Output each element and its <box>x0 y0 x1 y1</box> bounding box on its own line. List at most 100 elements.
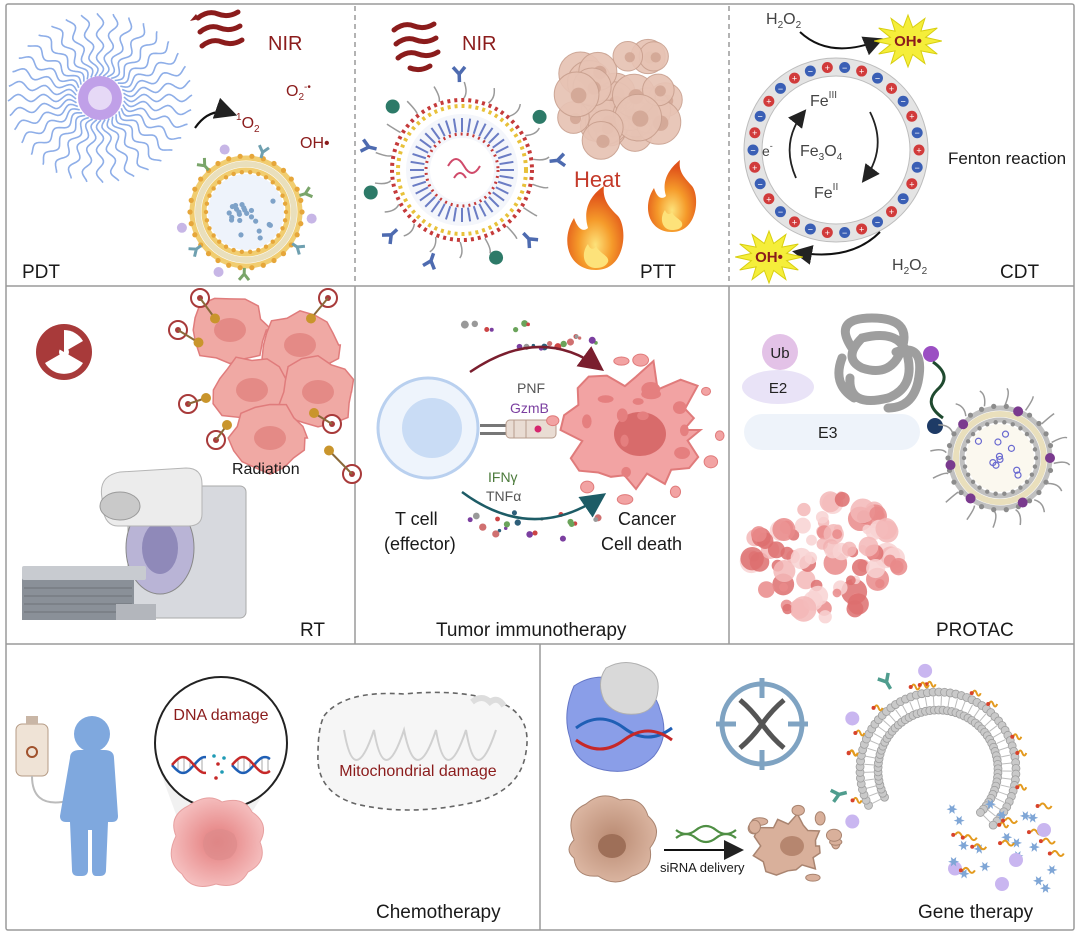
svg-text:+: + <box>859 224 864 234</box>
cytokine-dots-bottom <box>468 510 602 541</box>
svg-text:−: − <box>778 84 783 94</box>
ptt-nir-waves-icon <box>394 24 438 70</box>
svg-text:−: − <box>842 228 847 238</box>
fenton-reaction-label: Fenton reaction <box>948 149 1066 168</box>
svg-text:+: + <box>792 217 797 227</box>
target-cell-illustration <box>569 796 657 882</box>
gzmb-label: GzmB <box>510 400 549 416</box>
h2o2-bottom-label: H2O2 <box>892 257 928 277</box>
pdt-nir-label: NIR <box>268 33 302 55</box>
tumor-cell-illustration <box>171 798 263 887</box>
crispr-protein-illustration <box>567 662 672 771</box>
singlet-oxygen-label: 1O2 <box>236 112 260 135</box>
cdt-top-arrow <box>800 32 880 48</box>
liposome-illustration <box>177 145 317 281</box>
svg-text:−: − <box>915 163 920 173</box>
svg-text:−: − <box>875 217 880 227</box>
svg-text:+: + <box>825 63 830 73</box>
radiation-icon <box>36 324 92 380</box>
e2-ligase-icon: E2 <box>742 370 814 404</box>
svg-text:OH•: OH• <box>894 33 922 50</box>
cell-death-label: Cell death <box>601 534 682 554</box>
cdt-panel: H2O2 OH• +−+−+−+−+−+−+−+−+−+−+−+−+−+−+− … <box>735 11 1066 283</box>
ptt-panel-label: PTT <box>640 262 676 283</box>
target-protein-illustration <box>839 318 920 408</box>
svg-text:E2: E2 <box>769 380 787 397</box>
h2o2-top-label: H2O2 <box>766 11 802 31</box>
t-cell-sublabel: (effector) <box>384 534 456 554</box>
mitochondrial-damage-label: Mitochondrial damage <box>339 763 497 780</box>
sirna-delivery-label: siRNA delivery <box>660 860 745 875</box>
warhead-icon <box>923 346 939 362</box>
svg-text:−: − <box>750 146 755 156</box>
svg-text:−: − <box>778 207 783 217</box>
protac-liposome-illustration <box>930 388 1069 527</box>
irradiated-cells-illustration <box>169 289 361 483</box>
heat-label: Heat <box>574 167 620 192</box>
hydroxyl-label: OH• <box>300 135 330 152</box>
svg-text:+: + <box>825 228 830 238</box>
nanoparticle-illustration <box>361 67 566 270</box>
immunotherapy-panel: PNF GzmB IFNγ TNFα T cell (effector) Can… <box>378 320 724 641</box>
svg-text:Ub: Ub <box>770 345 789 362</box>
e3-binder-icon <box>927 418 943 434</box>
svg-text:E3: E3 <box>818 425 838 442</box>
cancer-cell-illustration <box>547 354 724 504</box>
lipid-nanoparticle-illustration <box>831 664 1027 876</box>
pdt-arrow <box>195 112 233 128</box>
chemotherapy-panel-label: Chemotherapy <box>376 902 501 923</box>
svg-text:OH•: OH• <box>755 249 783 266</box>
svg-text:+: + <box>859 67 864 77</box>
svg-text:+: + <box>766 194 771 204</box>
pdt-panel: NIR O2-• 1O2 OH• PDT <box>8 12 330 283</box>
rt-panel-label: RT <box>300 620 325 641</box>
svg-text:+: + <box>889 207 894 217</box>
radiation-label: Radiation <box>232 461 300 478</box>
secretion-arrow <box>470 347 600 372</box>
degraded-protein-aggregate <box>740 491 908 623</box>
gene-therapy-panel: siRNA delivery Gene therapy <box>567 662 1064 923</box>
tnfa-label: TNFα <box>486 488 521 504</box>
t-cell-label: T cell <box>395 509 438 529</box>
cytokine-arrow <box>462 492 602 519</box>
ptt-panel: NIR Heat PTT <box>361 24 697 283</box>
flame-icon <box>567 186 623 270</box>
svg-text:−: − <box>808 67 813 77</box>
gene-therapy-panel-label: Gene therapy <box>918 902 1034 923</box>
svg-text:−: − <box>758 112 763 122</box>
cdt-panel-label: CDT <box>1000 262 1039 283</box>
mitochondrion-illustration: Mitochondrial damage <box>318 692 527 810</box>
ifng-label: IFNγ <box>488 469 518 485</box>
ptt-nir-label: NIR <box>462 33 496 55</box>
tumor-cluster-illustration <box>554 39 682 159</box>
svg-text:+: + <box>792 74 797 84</box>
oh-burst-bottom: OH• <box>735 231 803 283</box>
sirna-icon <box>676 826 736 842</box>
cytokine-dots-top <box>461 320 598 351</box>
svg-text:−: − <box>808 224 813 234</box>
rt-panel: Radiation RT <box>22 289 361 641</box>
svg-text:+: + <box>889 84 894 94</box>
oh-burst-top: OH• <box>874 15 942 67</box>
chemotherapy-panel: DNA damage Mitochondrial damage Chemothe… <box>16 677 527 923</box>
svg-text:+: + <box>752 128 757 138</box>
dna-damage-label: DNA damage <box>173 707 268 724</box>
protac-panel-label: PROTAC <box>936 620 1014 641</box>
linear-accelerator-illustration <box>22 468 246 620</box>
pnf-label: PNF <box>517 380 545 396</box>
svg-text:+: + <box>916 146 921 156</box>
svg-text:+: + <box>752 163 757 173</box>
protac-linker <box>931 362 944 418</box>
fragmented-cell-illustration <box>748 805 842 881</box>
ubiquitin-icon: Ub <box>762 334 798 370</box>
superoxide-label: O2-• <box>286 82 311 103</box>
immunotherapy-panel-label: Tumor immunotherapy <box>436 620 627 641</box>
svg-text:+: + <box>766 97 771 107</box>
svg-text:−: − <box>901 97 906 107</box>
flame-icon <box>648 160 696 232</box>
svg-text:+: + <box>909 179 914 189</box>
svg-text:−: − <box>901 194 906 204</box>
svg-text:+: + <box>909 112 914 122</box>
cancer-label: Cancer <box>618 509 676 529</box>
